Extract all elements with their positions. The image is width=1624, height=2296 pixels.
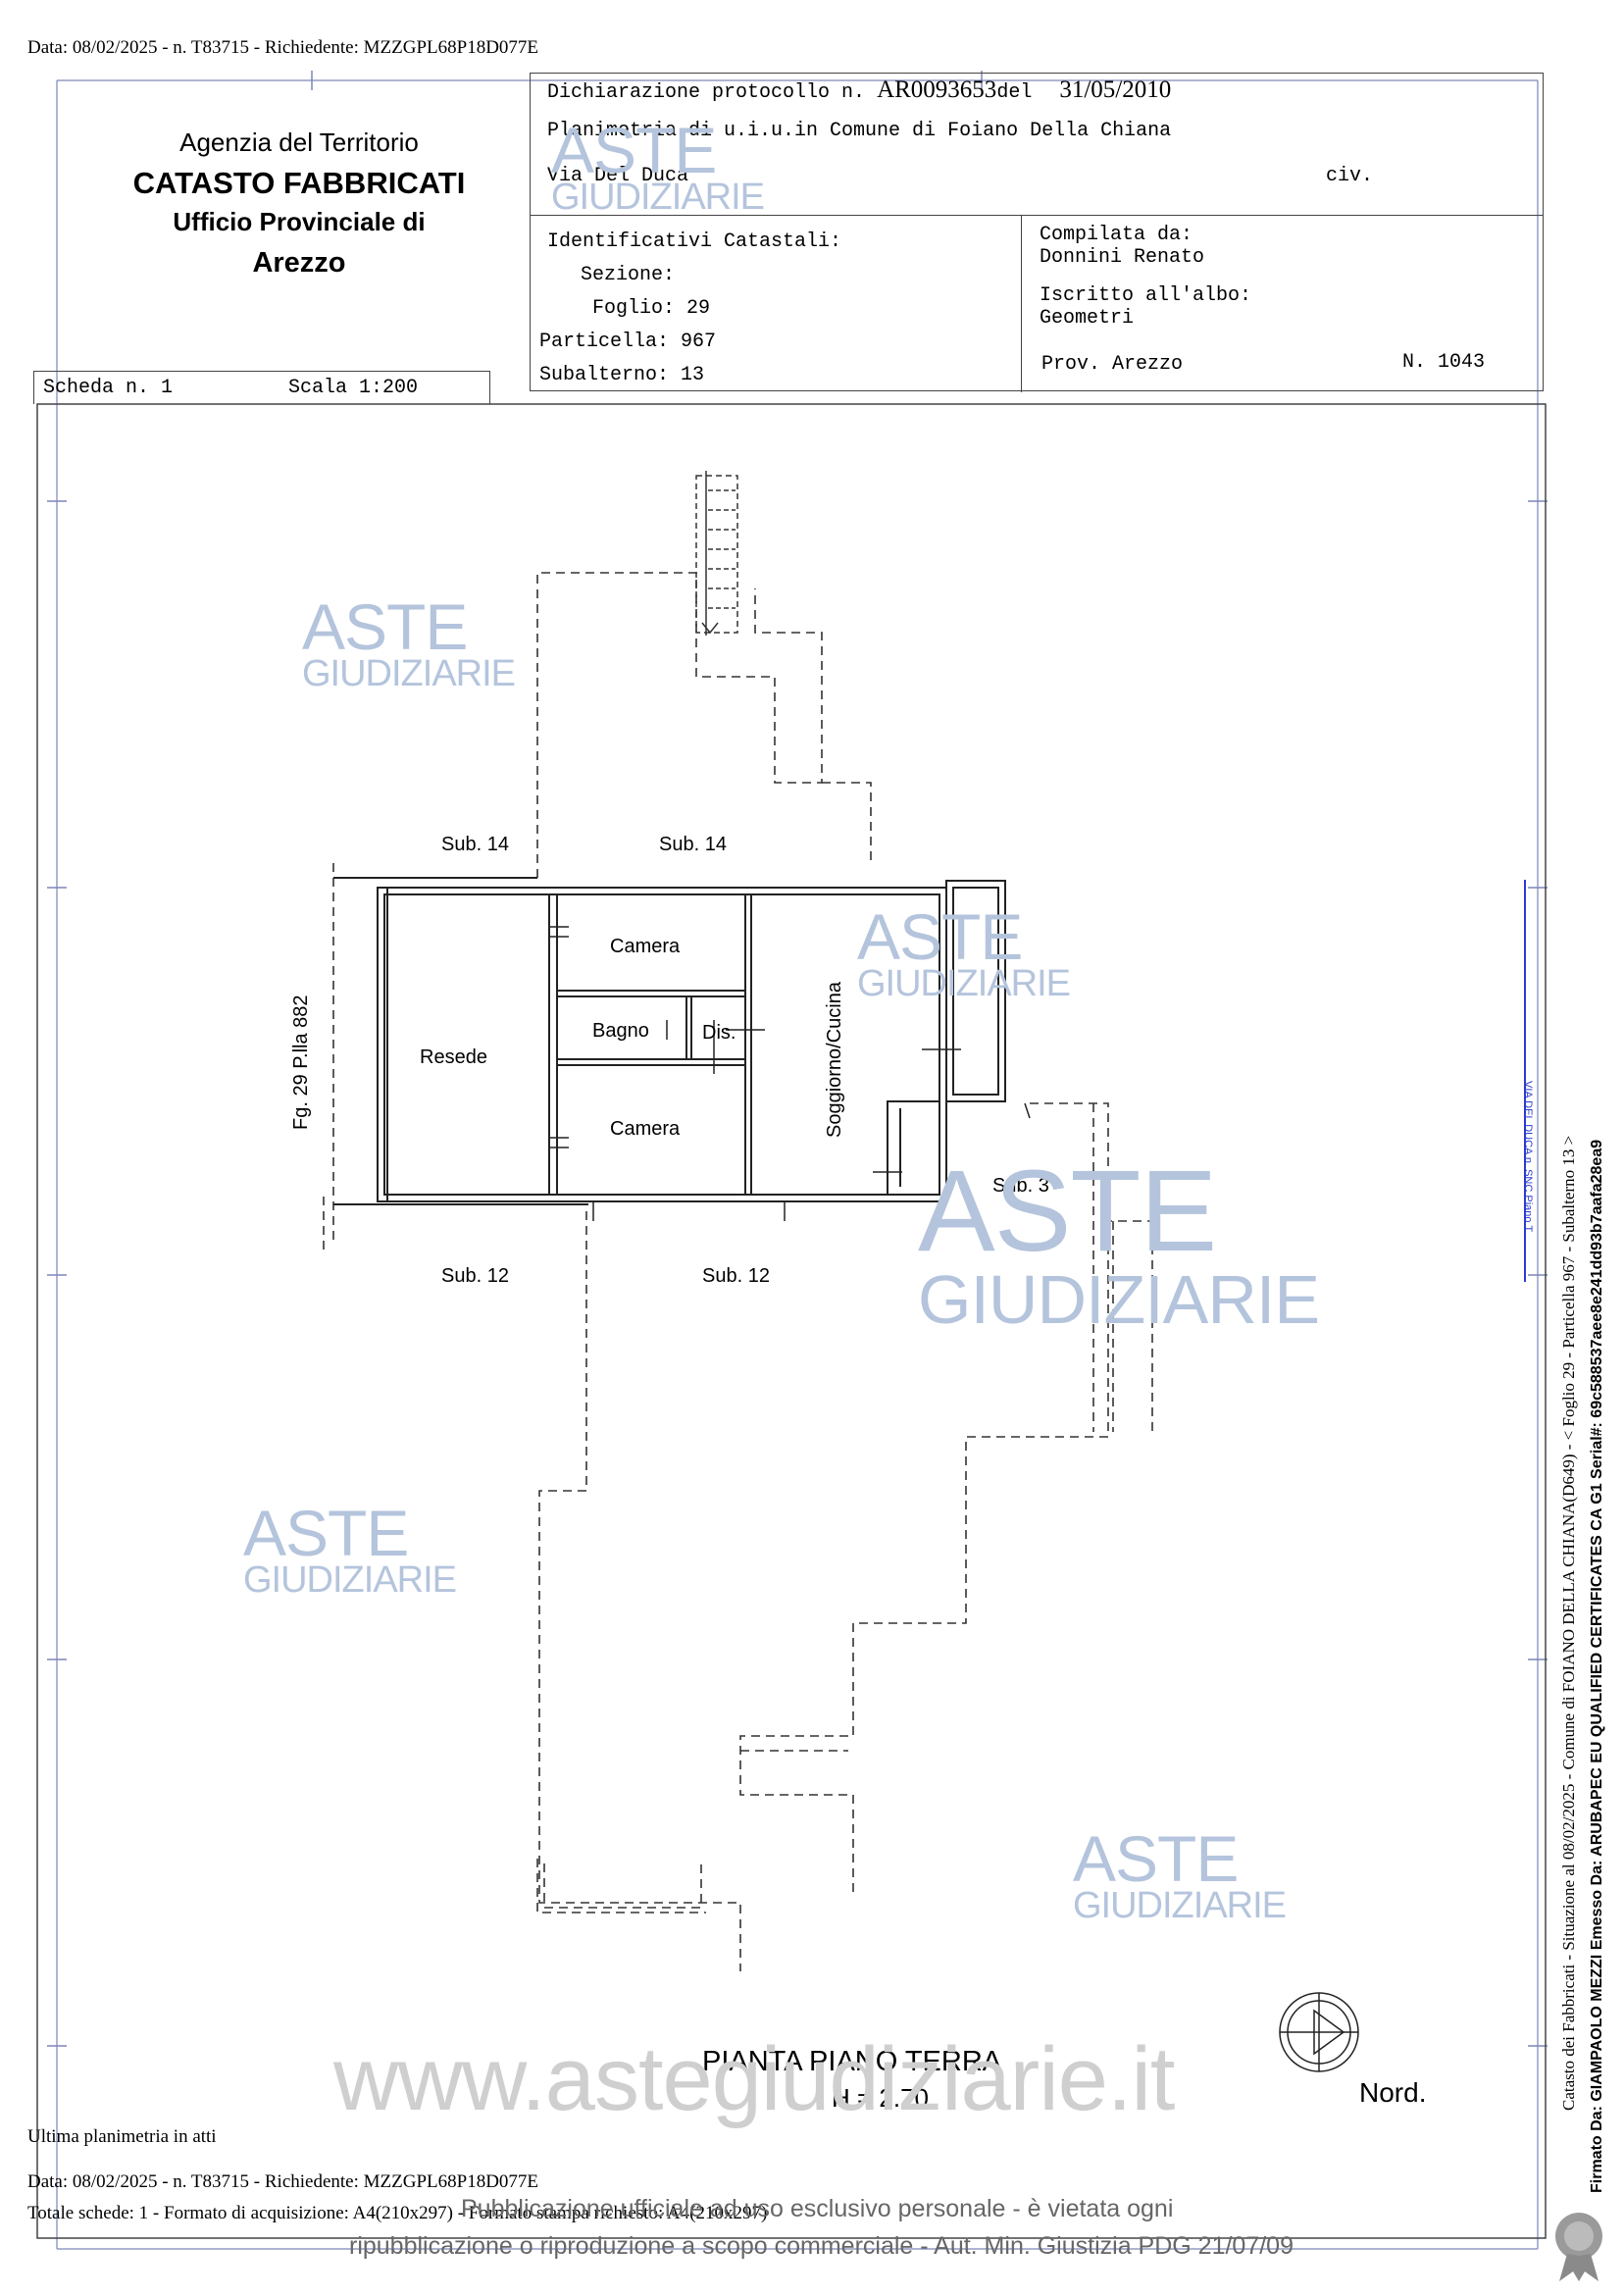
footer-totale: Totale schede: 1 - Formato di acquisizio…: [27, 2203, 768, 2223]
foglio-field: Foglio: 29: [592, 297, 711, 320]
pubblicazione-line-2: ripubblicazione o riproduzione a scopo c…: [349, 2232, 1294, 2260]
identificativi-title: Identificativi Catastali:: [547, 230, 842, 253]
declaration-divider: [531, 215, 1543, 216]
albo-number: N. 1043: [1402, 351, 1486, 374]
footer-request-line: Data: 08/02/2025 - n. T83715 - Richieden…: [27, 2171, 539, 2192]
stairs: [695, 471, 738, 636]
ultima-planimetria: Ultima planimetria in atti: [27, 2126, 217, 2147]
label-soggiorno: Soggiorno/Cucina: [824, 982, 845, 1138]
ufficio-label: Ufficio Provinciale di: [173, 207, 426, 236]
label-sub3: Sub. 3: [992, 1175, 1049, 1197]
agency-block: Agenzia del Territorio CATASTO FABBRICAT…: [88, 128, 510, 280]
wm-aste: ASTE: [302, 590, 468, 663]
declaration-vdivider: [1021, 215, 1022, 392]
catasto-title: CATASTO FABBRICATI: [132, 166, 466, 200]
pianta-title: PIANTA PIANO TERRA: [702, 2046, 1002, 2077]
door-marks: [549, 926, 1031, 1221]
ufficio-city: Arezzo: [252, 247, 346, 279]
label-resede: Resede: [420, 1046, 487, 1068]
declaration-number: AR0093653: [877, 77, 997, 103]
agency-name: Agenzia del Territorio: [179, 128, 419, 157]
civ-label: civ.: [1326, 165, 1374, 187]
nord-label: Nord.: [1359, 2077, 1427, 2108]
wm-aste: ASTE: [918, 1147, 1217, 1276]
iscritto-title: Iscritto all'albo:: [1040, 284, 1252, 307]
label-foglio-side: Fg. 29 P.lla 882: [290, 995, 312, 1130]
resede-outline: [333, 877, 588, 1205]
wm-aste: ASTE: [857, 900, 1023, 973]
side-text-small: VIA DEL DUCA n. SNC Piano T: [1522, 1081, 1534, 1233]
scala-label: Scala 1:200: [288, 377, 419, 399]
wm-giudiziarie: GIUDIZIARIE: [1073, 1885, 1287, 1926]
wm-giudiziarie: GIUDIZIARIE: [302, 653, 516, 694]
label-sub14-left: Sub. 14: [441, 834, 509, 855]
label-sub14-right: Sub. 14: [659, 834, 727, 855]
side-text-catasto: Catasto dei Fabbricati - Situazione al 0…: [1559, 1135, 1578, 2111]
declaration-prefix: Dichiarazione protocollo n.: [547, 81, 866, 104]
wm-giudiziarie: GIUDIZIARIE: [918, 1261, 1320, 1338]
planimetria-line: Planimetria di u.i.u.in Comune di Foiano…: [547, 120, 1172, 142]
wm-giudiziarie: GIUDIZIARIE: [243, 1559, 457, 1601]
label-sub12-right: Sub. 12: [702, 1265, 770, 1287]
compass-icon: [1279, 1992, 1359, 2072]
pianta-height: H = 2.70: [832, 2083, 930, 2113]
albo-value: Geometri: [1040, 307, 1135, 330]
wm-giudiziarie: GIUDIZIARIE: [551, 177, 765, 218]
wm-aste: ASTE: [243, 1497, 409, 1569]
particella-field: Particella: 967: [539, 331, 717, 353]
label-camera-bottom: Camera: [610, 1118, 681, 1140]
pubblicazione-line-1: Pubblicazione ufficiale ad uso esclusivo…: [461, 2195, 1174, 2222]
side-text-firmato: Firmato Da: GIAMPAOLO MEZZI Emesso Da: A…: [1589, 1139, 1605, 2193]
compilata-title: Compilata da:: [1040, 224, 1193, 246]
watermark-site: www.astegiudiziarie.it: [333, 2029, 1175, 2129]
wm-giudiziarie: GIUDIZIARIE: [857, 963, 1071, 1004]
via-line: Via Del Duca: [547, 165, 689, 187]
seal-icon: [1555, 2213, 1602, 2281]
declaration-box: [530, 73, 1544, 392]
header-request-line: Data: 08/02/2025 - n. T83715 - Richieden…: [27, 37, 539, 58]
declaration-line: Dichiarazione protocollo n. AR0093653del…: [547, 77, 1171, 104]
declaration-del: del: [996, 81, 1033, 104]
prov-field: Prov. Arezzo: [1041, 353, 1184, 376]
scheda-box: [33, 371, 490, 404]
declaration-date: 31/05/2010: [1059, 77, 1172, 103]
identificativi-block: Identificativi Catastali: Sezione: Fogli…: [539, 226, 842, 392]
sezione-field: Sezione:: [581, 264, 676, 286]
wm-aste: ASTE: [551, 114, 717, 186]
label-dis: Dis.: [702, 1022, 736, 1044]
label-bagno: Bagno: [592, 1020, 649, 1042]
wm-aste: ASTE: [1073, 1822, 1239, 1895]
subalterno-field: Subalterno: 13: [539, 364, 705, 386]
compilata-block: Compilata da: Donnini Renato Iscritto al…: [1040, 224, 1251, 330]
scheda-label: Scheda n. 1: [43, 377, 174, 399]
label-sub12-left: Sub. 12: [441, 1265, 509, 1287]
label-camera-top: Camera: [610, 936, 681, 957]
compilata-name: Donnini Renato: [1040, 246, 1205, 269]
dashed-outlines: [323, 572, 1153, 1971]
